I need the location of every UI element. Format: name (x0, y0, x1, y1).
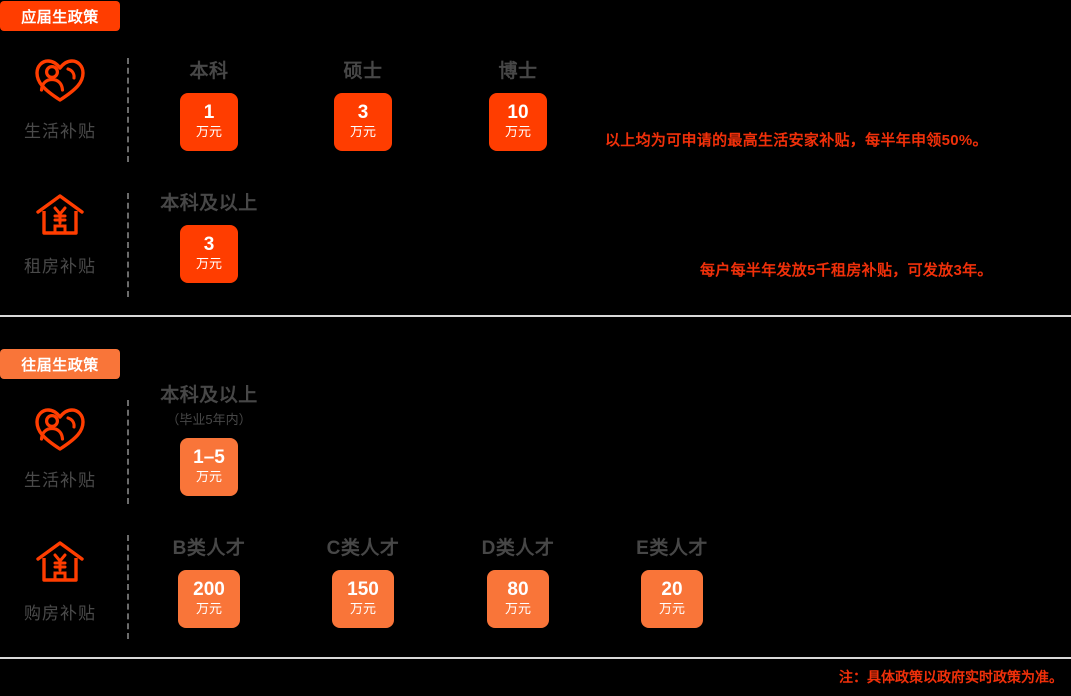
amount-card: 150 万元 (332, 570, 394, 628)
amount-card: 20 万元 (641, 570, 703, 628)
amount-unit: 万元 (195, 469, 222, 485)
value-column-talent-e: E类人才 20 万元 (602, 533, 742, 628)
amount-card: 1–5 万元 (180, 438, 238, 496)
amount-value: 1 (203, 102, 215, 124)
category-label: 生活补贴 (24, 471, 96, 490)
amount-value: 150 (347, 579, 379, 601)
amount-card: 10 万元 (489, 93, 547, 151)
value-column-bachelor-and-above-past: 本科及以上 （毕业5年内） 1–5 万元 (139, 380, 279, 496)
value-column-bachelor-and-above-rent: 本科及以上 3 万元 (139, 188, 279, 283)
row-divider-dashed (127, 58, 129, 162)
section-badge-past-graduate: 往届生政策 (0, 349, 120, 379)
degree-label: 本科及以上 (160, 385, 258, 406)
row-divider-dashed (127, 535, 129, 639)
row-divider-dashed (127, 193, 129, 297)
degree-sublabel: （毕业5年内） (166, 412, 252, 427)
amount-value: 10 (507, 102, 529, 124)
amount-card: 3 万元 (334, 93, 392, 151)
value-column-talent-b: B类人才 200 万元 (139, 533, 279, 628)
amount-card: 200 万元 (178, 570, 240, 628)
amount-unit: 万元 (658, 601, 685, 617)
amount-card: 1 万元 (180, 93, 238, 151)
amount-unit: 万元 (195, 124, 222, 140)
row-divider-dashed (127, 400, 129, 504)
note-rent-subsidy: 每户每半年发放5千租房补贴，可发放3年。 (700, 262, 993, 279)
value-column-doctor: 博士 10 万元 (448, 56, 588, 151)
heart-people-icon (32, 404, 88, 454)
talent-label: C类人才 (326, 538, 400, 559)
degree-label: 本科及以上 (160, 193, 258, 214)
section-badge-fresh-graduate: 应届生政策 (0, 1, 120, 31)
amount-value: 3 (357, 102, 369, 124)
value-column-talent-d: D类人才 80 万元 (448, 533, 588, 628)
amount-value: 3 (203, 234, 215, 256)
row-label-home-purchase-subsidy: 购房补贴 (0, 537, 120, 624)
amount-unit: 万元 (195, 601, 222, 617)
talent-label: D类人才 (481, 538, 555, 559)
talent-label: B类人才 (172, 538, 246, 559)
row-label-rent-subsidy: 租房补贴 (0, 190, 120, 277)
amount-unit: 万元 (195, 256, 222, 272)
value-column-bachelor: 本科 1 万元 (139, 56, 279, 151)
amount-unit: 万元 (504, 601, 531, 617)
amount-unit: 万元 (349, 601, 376, 617)
row-label-living-allowance-fresh: 生活补贴 (0, 55, 120, 142)
value-column-talent-c: C类人才 150 万元 (293, 533, 433, 628)
amount-unit: 万元 (349, 124, 376, 140)
talent-label: E类人才 (636, 538, 708, 559)
amount-unit: 万元 (504, 124, 531, 140)
footer-divider (0, 657, 1071, 659)
amount-card: 80 万元 (487, 570, 549, 628)
note-living-allowance-fresh: 以上均为可申请的最高生活安家补贴，每半年申领50%。 (605, 132, 988, 149)
house-yuan-icon (32, 537, 88, 587)
degree-label: 硕士 (343, 61, 383, 82)
amount-value: 80 (507, 579, 529, 601)
amount-value: 200 (193, 579, 225, 601)
amount-value: 1–5 (193, 447, 225, 469)
section-divider (0, 315, 1071, 317)
category-label: 租房补贴 (24, 257, 96, 276)
footnote-text: 注：具体政策以政府实时政策为准。 (839, 669, 1063, 685)
heart-people-icon (32, 55, 88, 105)
row-label-living-allowance-past: 生活补贴 (0, 404, 120, 491)
degree-label: 本科 (189, 61, 229, 82)
amount-card: 3 万元 (180, 225, 238, 283)
category-label: 生活补贴 (24, 122, 96, 141)
category-label: 购房补贴 (24, 604, 96, 623)
house-yuan-icon (32, 190, 88, 240)
amount-value: 20 (661, 579, 683, 601)
degree-label: 博士 (498, 61, 538, 82)
value-column-master: 硕士 3 万元 (293, 56, 433, 151)
